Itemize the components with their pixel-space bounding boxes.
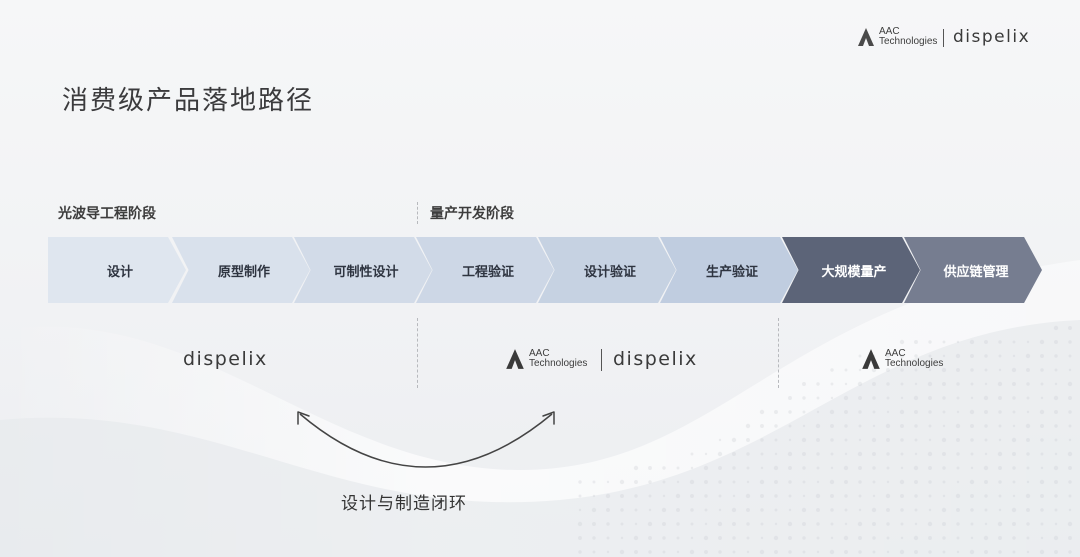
step-label: 供应链管理 [943,264,1009,280]
step-label: 设计 [106,264,133,280]
step-label: 可制性设计 [333,264,399,280]
aac-logo-middle: AAC Technologies [505,348,587,370]
step-dfm: 可制性设计 [294,237,432,303]
step-prototyping: 原型制作 [172,237,310,303]
phase-divider-bottom-2 [778,318,779,388]
step-design: 设计 [48,237,186,303]
step-pvt: 生产验证 [660,237,798,303]
page-title: 消费级产品落地路径 [62,86,315,116]
step-mass-production: 大规模量产 [782,237,920,303]
step-evt: 工程验证 [416,237,554,303]
dispelix-logo-left: dispelix [183,348,268,370]
aac-triangle-icon [506,349,524,369]
aac-wordmark-line2: Technologies [885,358,944,369]
process-steps: 设计 原型制作 可制性设计 工程验证 设计验证 生产验证 大规模量产 供应链管理 [48,237,1042,303]
phase-divider-bottom-1 [417,318,418,388]
aac-wordmark-line2: Technologies [529,358,588,369]
loop-caption: 设计与制造闭环 [341,494,467,514]
step-supply-chain: 供应链管理 [904,237,1042,303]
aac-wordmark-line1: AAC [879,26,900,37]
middle-logo-divider [601,349,602,371]
step-label: 原型制作 [217,264,270,280]
step-label: 设计验证 [583,264,636,280]
aac-logo-right: AAC Technologies [861,348,943,370]
dispelix-logo-middle: dispelix [613,348,698,370]
header-aac-logo: AAC Technologies [857,27,937,47]
phase-divider-top [417,202,418,224]
phase-label-mass-production: 量产开发阶段 [430,206,514,222]
aac-wordmark-line1: AAC [885,348,906,359]
step-dvt: 设计验证 [538,237,676,303]
step-label: 大规模量产 [821,264,887,280]
header-dispelix-logo: dispelix [953,27,1031,47]
aac-wordmark-line2: Technologies [879,36,938,47]
loop-arrow-icon [297,411,555,468]
step-label: 生产验证 [705,264,758,280]
aac-wordmark-line1: AAC [529,348,550,359]
header-logo-divider [943,29,944,47]
aac-triangle-icon [862,349,880,369]
step-label: 工程验证 [461,264,514,280]
phase-label-engineering: 光波导工程阶段 [58,206,156,222]
aac-triangle-icon [858,28,874,46]
